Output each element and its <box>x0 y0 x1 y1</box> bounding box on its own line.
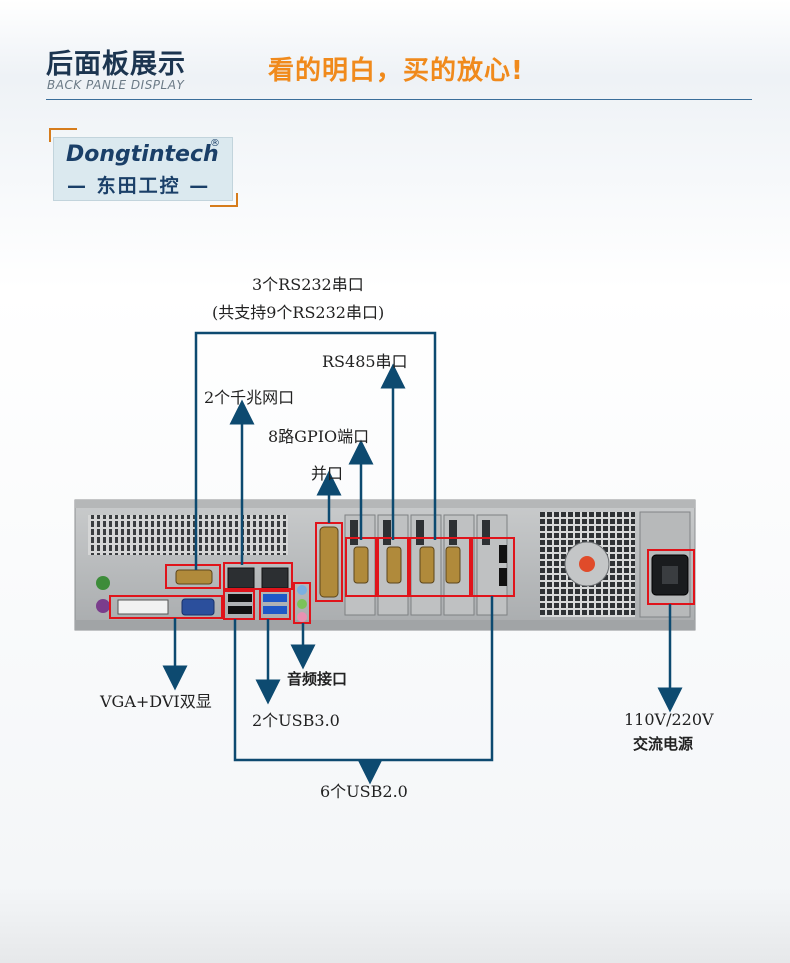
lan-port-2 <box>261 567 289 589</box>
brand-name-cn: — 东田工控 — <box>67 175 211 197</box>
audio-mic <box>297 612 307 622</box>
label-usb3: 2个USB3.0 <box>252 711 340 730</box>
usb2-card-port-2 <box>499 568 507 586</box>
label-rs485: RS485串口 <box>322 352 408 371</box>
rs232-port-2 <box>445 546 461 584</box>
rs232-port-1 <box>419 546 435 584</box>
rs485-port <box>386 546 402 584</box>
label-rs232-total: (共支持9个RS232串口) <box>212 303 385 322</box>
usb3-port-1 <box>263 594 287 602</box>
label-usb2: 6个USB2.0 <box>320 782 408 801</box>
usb3-port-2 <box>263 606 287 614</box>
usb2-port-2 <box>228 606 252 614</box>
label-power-voltage: 110V/220V <box>624 710 714 729</box>
connectors <box>96 526 689 622</box>
label-gpio: 8路GPIO端口 <box>268 427 370 446</box>
audio-line-in <box>297 585 307 595</box>
vent-grille-left <box>88 515 288 555</box>
registered-mark: ® <box>210 138 220 149</box>
brand-name-en: Dongtintech <box>66 142 219 167</box>
com-port <box>175 569 213 585</box>
label-power: 交流电源 <box>633 735 694 753</box>
usb2-card-port-1 <box>499 545 507 563</box>
parallel-port <box>319 526 339 598</box>
logo-corner-bottom-right <box>210 193 238 207</box>
usb2-port-1 <box>228 594 252 602</box>
page-subtitle: BACK PANLE DISPLAY <box>47 78 185 92</box>
dvi-port <box>117 599 169 615</box>
callout-lines <box>162 331 683 785</box>
label-vga-dvi: VGA+DVI双显 <box>100 692 212 711</box>
label-parallel: 并口 <box>311 464 344 483</box>
page-title: 后面板展示 <box>46 49 186 80</box>
label-rs232: 3个RS232串口 <box>252 275 364 294</box>
audio-line-out <box>297 599 307 609</box>
lan-port-1 <box>227 567 255 589</box>
slogan: 看的明白，买的放心! <box>268 56 524 86</box>
gpio-port <box>353 546 369 584</box>
header-divider <box>46 99 752 100</box>
label-lan: 2个千兆网口 <box>204 388 295 407</box>
ps2-mouse-port <box>96 576 110 590</box>
vga-port <box>181 598 215 616</box>
logo-corner-top-left <box>49 128 77 142</box>
brand-logo <box>53 137 233 201</box>
ps2-keyboard-port <box>96 599 110 613</box>
label-audio: 音频接口 <box>287 670 348 688</box>
